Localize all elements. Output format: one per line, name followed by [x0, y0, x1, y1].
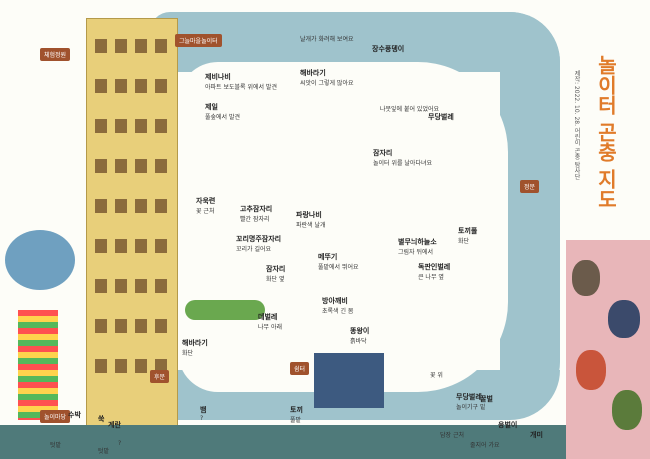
point-name-14: 데벌레: [258, 313, 278, 321]
point-name-1: 해바라기: [300, 69, 326, 77]
point-name-6: 고추잠자리: [240, 205, 273, 213]
point-name-19: 무당벌레: [456, 393, 482, 401]
map-subtitle: 제작: 2022. 10. 28. 어린이 곤충 탐사단: [573, 70, 580, 180]
point-name-15: 똥왕이: [350, 327, 370, 335]
point-name-22: 융벌이: [498, 421, 518, 429]
point-desc-16: 화단: [458, 238, 470, 245]
point-desc-19: 놀이기구 밑: [456, 404, 486, 411]
garden-grid: [314, 353, 384, 408]
point-desc-21: 줄지어 가요: [470, 442, 500, 449]
point-desc-0: 날개가 화려해 보여요: [300, 36, 354, 43]
point-name-11: 별무늬하늘소: [398, 238, 437, 246]
point-desc-1: 씨앗이 그렇게 많아요: [300, 80, 354, 87]
point-name-7: 파랑나비: [296, 211, 322, 219]
point-name-4: 무당벌레: [428, 113, 454, 121]
sign-5: 쉼터: [290, 362, 310, 375]
point-desc-25: ?: [200, 415, 204, 422]
point-desc-2: 아파트 보도블록 위에서 발견: [205, 84, 277, 91]
point-desc-17: 큰 나무 옆: [418, 274, 444, 281]
point-desc-14: 나무 아래: [258, 324, 282, 331]
point-name-23: 수박: [68, 411, 81, 419]
sign-4: 후문: [150, 370, 170, 383]
point-desc-22: 담장 근처: [440, 432, 464, 439]
point-name-25: 뱀: [200, 406, 207, 414]
point-name-26: 계란: [108, 421, 121, 429]
inner-area: [178, 62, 508, 392]
point-name-27: 토끼: [290, 406, 303, 414]
point-name-8: 꼬리명주잠자리: [236, 235, 282, 243]
point-name-2: 제비나비: [205, 73, 231, 81]
point-name-0: 장수풍뎅이: [372, 45, 405, 53]
point-name-13: 방아깨비: [322, 297, 348, 305]
sign-6: 놀이마당: [40, 410, 71, 423]
point-desc-7: 파란색 날개: [296, 222, 326, 229]
point-name-5: 제일: [205, 103, 218, 111]
point-desc-24: 텃밭: [98, 448, 110, 455]
sign-2: 그늘마을놀이터: [175, 34, 222, 47]
sign-1: 체험정원: [40, 48, 71, 61]
point-desc-5: 풀숲에서 발견: [205, 114, 241, 121]
point-desc-20: 꽃 위: [430, 372, 443, 379]
point-desc-10: 화단 옆: [266, 276, 285, 283]
point-name-3: 잠자리: [373, 149, 393, 157]
point-desc-12: 풀밭에서 뛰어요: [318, 264, 359, 271]
point-desc-26: ?: [118, 440, 122, 447]
point-desc-13: 초록색 긴 몸: [322, 308, 354, 315]
map-title: 놀이터 곤충 지도: [594, 55, 618, 209]
bottom-strip: [0, 425, 566, 459]
pond: [5, 230, 75, 290]
point-desc-6: 빨간 잠자리: [240, 216, 270, 223]
point-name-10: 잠자리: [266, 265, 286, 273]
point-name-16: 토끼풀: [458, 227, 478, 235]
point-desc-3: 놀이터 위를 날아다녀요: [373, 160, 433, 167]
point-name-20: 꿀벌: [480, 395, 493, 403]
point-desc-4: 나뭇잎에 붙어 있었어요: [380, 106, 440, 113]
sign-3: 정문: [520, 180, 540, 193]
point-desc-9: 꽃 근처: [196, 208, 215, 215]
point-desc-27: 풀밭: [290, 417, 302, 424]
point-name-18: 해바라기: [182, 339, 208, 347]
point-name-17: 독판인벌레: [418, 263, 451, 271]
point-name-24: 쑥: [98, 415, 105, 423]
point-name-21: 개미: [530, 431, 543, 439]
colorful-fence: [18, 310, 58, 420]
point-desc-8: 꼬리가 길어요: [236, 246, 272, 253]
point-desc-15: 흙바닥: [350, 338, 367, 345]
children-photo: [566, 240, 650, 459]
point-desc-18: 화단: [182, 350, 194, 357]
path-right: [500, 12, 560, 412]
point-name-9: 자욱련: [196, 197, 216, 205]
grass-patch: [185, 300, 265, 320]
apartment-building: [86, 18, 178, 438]
point-name-12: 메뚜기: [318, 253, 338, 261]
point-desc-23: 텃밭: [50, 442, 62, 449]
point-desc-11: 그림자 뒤에서: [398, 249, 434, 256]
